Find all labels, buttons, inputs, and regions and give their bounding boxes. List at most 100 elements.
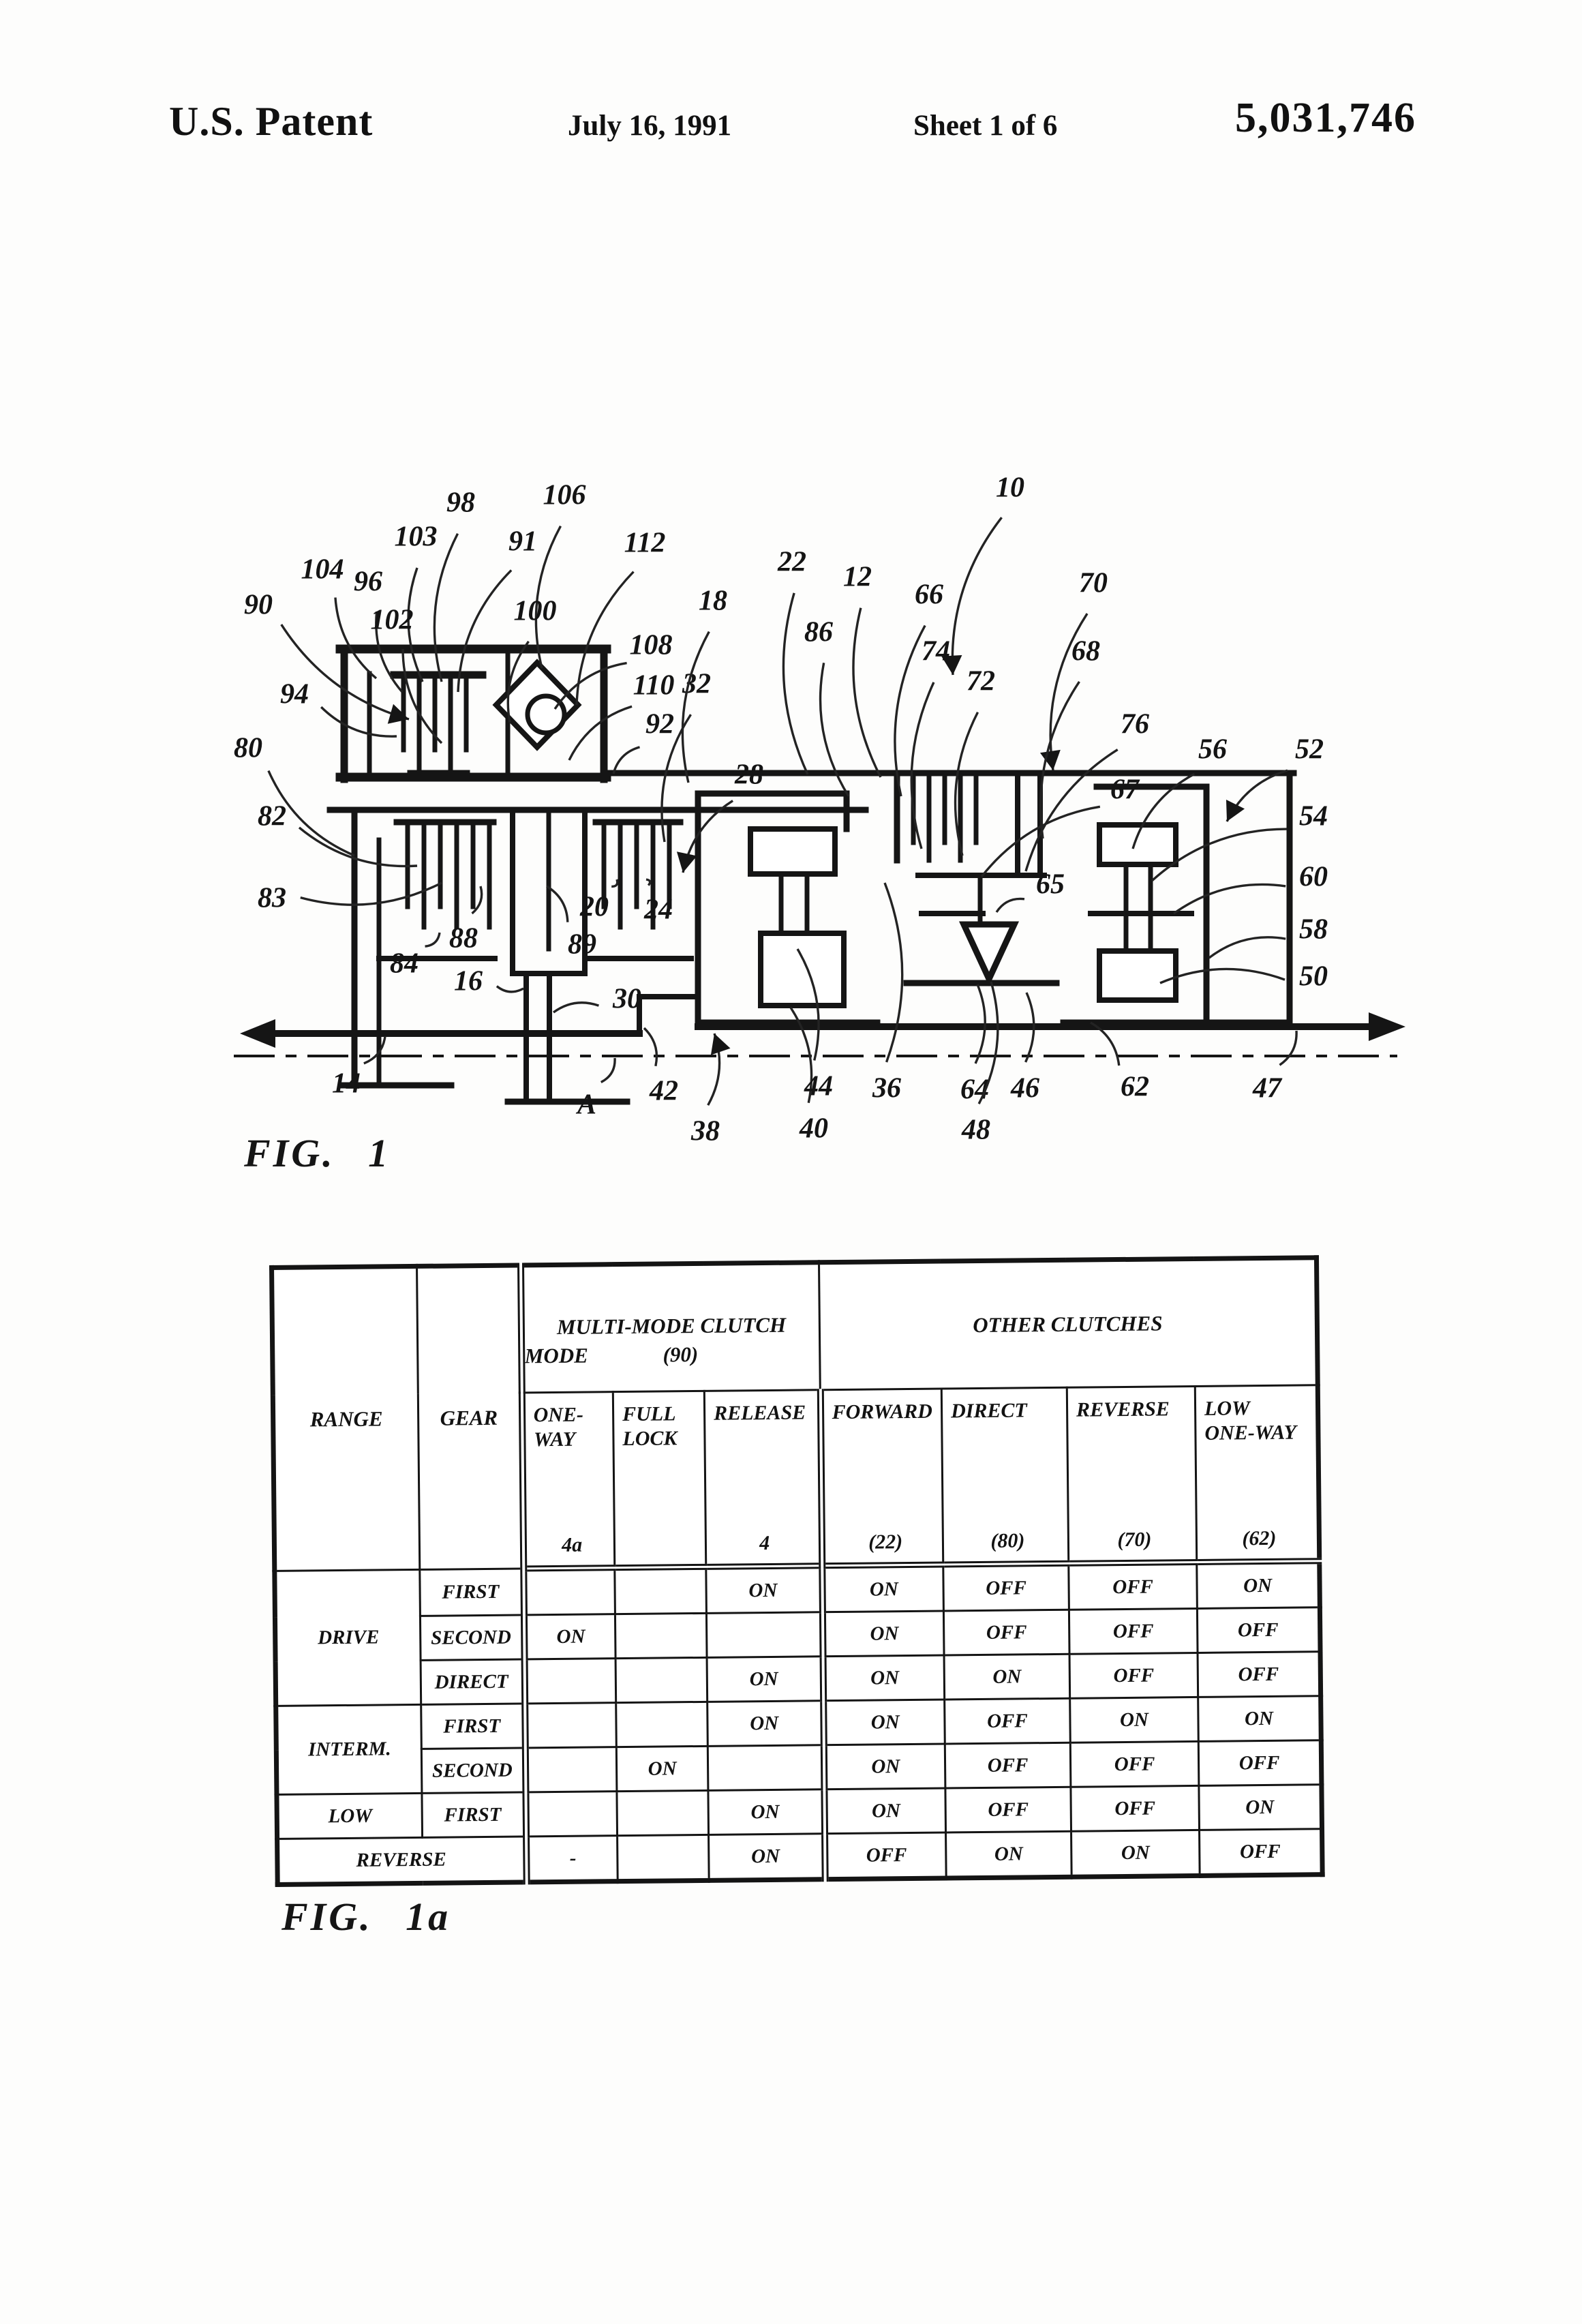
clutch-state-table-wrap: RANGE GEAR MULTI-MODE CLUTCH MODE (90) O…	[269, 1255, 1325, 1887]
state-cell: ON	[823, 1788, 946, 1834]
figure-ref-numeral: 38	[690, 1116, 720, 1147]
col-reverse-label: REVERSE	[1076, 1398, 1170, 1421]
figure-ref-numeral: 20	[579, 892, 609, 923]
figure-ref-numeral: 67	[1110, 774, 1140, 806]
state-cell: -	[526, 1835, 618, 1882]
one-way-clutch-triangle	[958, 921, 1020, 986]
leader-line	[1159, 967, 1286, 984]
leader-line	[1279, 1030, 1298, 1066]
leader-line	[267, 770, 355, 857]
group1-line2: MODE (90)	[525, 1341, 819, 1368]
state-cell	[708, 1745, 824, 1791]
state-cell: ON	[707, 1700, 824, 1747]
output-shaft-arrow	[1369, 1012, 1405, 1041]
figure-ref-numeral: 110	[633, 670, 675, 701]
leader-line	[681, 631, 710, 783]
figure-ref-numeral: 46	[1010, 1073, 1039, 1104]
leader-arrowhead	[1039, 749, 1061, 770]
figure-ref-numeral: 104	[301, 554, 344, 586]
figure-ref-numeral: 91	[508, 526, 537, 558]
figure-ref-numeral: 44	[804, 1071, 833, 1102]
figure-ref-numeral: 82	[258, 801, 286, 832]
state-cell: ON	[823, 1700, 945, 1745]
state-cell: ON	[1071, 1830, 1200, 1877]
figure-ref-numeral: 47	[1252, 1073, 1283, 1104]
leader-line	[334, 597, 378, 680]
leader-line	[796, 948, 820, 1061]
figure-ref-numeral: 74	[922, 636, 950, 667]
col-forward: FORWARD (22)	[820, 1389, 943, 1566]
figure-ref-numeral: 62	[1121, 1072, 1149, 1103]
col-forward-num: (22)	[868, 1530, 903, 1554]
leader-line	[546, 885, 569, 922]
state-cell: OFF	[1069, 1653, 1198, 1699]
leader-line	[951, 517, 1003, 676]
leader-arrowhead	[1226, 800, 1245, 821]
state-cell	[524, 1658, 616, 1704]
leader-line	[375, 611, 404, 693]
leader-line	[553, 1001, 600, 1014]
figure-ref-numeral: 54	[1299, 801, 1328, 832]
figure-ref-numeral: 112	[624, 528, 666, 559]
leader-line	[789, 1007, 813, 1104]
patent-header-title: U.S. Patent	[169, 99, 374, 144]
state-cell: ON	[823, 1744, 945, 1790]
state-cell: OFF	[1070, 1741, 1199, 1787]
figure-ref-numeral: 102	[371, 605, 414, 636]
leader-line	[600, 1057, 616, 1084]
col-release-label: RELEASE	[713, 1401, 806, 1425]
leader-line	[300, 881, 442, 906]
state-cell: ON	[705, 1565, 823, 1614]
figure-ref-numeral: 66	[915, 579, 943, 611]
figure-ref-numeral: 94	[280, 679, 309, 710]
state-cell	[614, 1567, 707, 1614]
figure-ref-numeral: 84	[390, 948, 419, 980]
leader-arrowhead	[710, 1033, 731, 1055]
figure-ref-numeral: A	[575, 1089, 596, 1121]
state-cell: ON	[945, 1831, 1072, 1879]
sprag-roller	[525, 693, 567, 736]
table-row: REVERSE - ON OFF ON ON OFF	[277, 1828, 1323, 1885]
leader-line	[457, 569, 513, 693]
leader-line	[363, 1036, 386, 1065]
leader-line	[575, 571, 635, 706]
range-header: RANGE	[271, 1266, 420, 1571]
state-cell	[617, 1835, 710, 1882]
state-cell: OFF	[945, 1742, 1071, 1789]
leader-line	[1090, 1021, 1121, 1066]
col-one-way-label: ONE- WAY	[533, 1403, 584, 1451]
col-direct-num: (80)	[990, 1529, 1025, 1552]
range-cell: DRIVE	[274, 1569, 421, 1706]
clutch-state-table: RANGE GEAR MULTI-MODE CLUTCH MODE (90) O…	[269, 1255, 1325, 1887]
group1-line1: MULTI-MODE CLUTCH	[556, 1312, 787, 1339]
figure-ref-numeral: 83	[258, 883, 286, 914]
figure-ref-numeral: 28	[734, 759, 763, 791]
patent-header-sheet: Sheet 1 of 6	[913, 110, 1058, 142]
state-cell: OFF	[824, 1832, 947, 1880]
state-cell	[524, 1702, 617, 1748]
state-cell	[525, 1747, 617, 1792]
group1-ref-number: (90)	[663, 1342, 699, 1367]
figure-ref-numeral: 80	[234, 733, 262, 764]
leader-line	[974, 984, 986, 1064]
figure-ref-numeral: 64	[960, 1074, 989, 1106]
leader-line	[995, 897, 1025, 913]
leader-line	[553, 661, 627, 710]
col-release-num: 4	[759, 1531, 770, 1555]
leader-line	[645, 878, 652, 886]
gear-cell: FIRST	[421, 1792, 526, 1838]
leader-line	[660, 714, 692, 843]
leader-line	[894, 624, 926, 797]
col-one-way: ONE- WAY 4a	[521, 1391, 615, 1569]
leader-line	[852, 607, 882, 778]
figure-ref-numeral: 103	[395, 522, 438, 553]
figure-ref-numeral: 60	[1299, 862, 1328, 893]
state-cell: ON	[707, 1656, 823, 1702]
leader-line	[1173, 883, 1286, 915]
figure-ref-numeral: 89	[568, 929, 596, 961]
group1-mode-label: MODE	[524, 1343, 588, 1368]
state-cell	[615, 1702, 708, 1747]
leader-arrowhead	[676, 851, 697, 873]
state-cell: ON	[823, 1655, 945, 1701]
multi-mode-clutch-group-header: MULTI-MODE CLUTCH MODE (90)	[520, 1262, 821, 1393]
